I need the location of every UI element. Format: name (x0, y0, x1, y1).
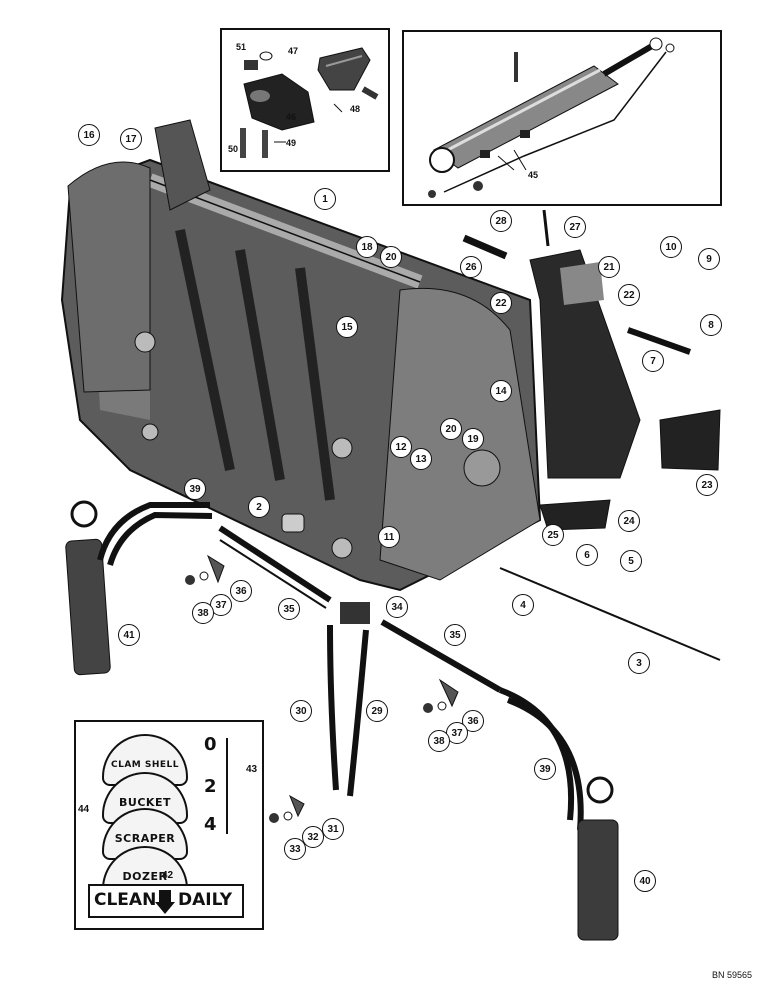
callout-5: 5 (620, 550, 642, 572)
callout-36-a: 36 (230, 580, 252, 602)
callout-21: 21 (598, 256, 620, 278)
callout-34: 34 (386, 596, 408, 618)
inset-cylinder: 45 (402, 30, 722, 206)
callout-33: 33 (284, 838, 306, 860)
callout-18: 18 (356, 236, 378, 258)
callout-40: 40 (634, 870, 656, 892)
gauge-mark-2: 2 (204, 776, 217, 797)
down-arrow-icon (155, 890, 175, 914)
callout-41: 41 (118, 624, 140, 646)
callout-22-a: 22 (490, 292, 512, 314)
callout-10: 10 (660, 236, 682, 258)
callout-36-b: 36 (462, 710, 484, 732)
callout-28: 28 (490, 210, 512, 232)
callout-25: 25 (542, 524, 564, 546)
callout-14: 14 (490, 380, 512, 402)
callout-7: 7 (642, 350, 664, 372)
callout-8: 8 (700, 314, 722, 336)
callout-35-a: 35 (278, 598, 300, 620)
callout-17: 17 (120, 128, 142, 150)
callout-29: 29 (366, 700, 388, 722)
callout-23: 23 (696, 474, 718, 496)
callout-47: 47 (288, 46, 299, 56)
callout-16: 16 (78, 124, 100, 146)
callout-43: 43 (246, 764, 258, 775)
callout-46: 46 (286, 112, 297, 122)
callout-26: 26 (460, 256, 482, 278)
callout-11: 11 (378, 526, 400, 548)
callout-45: 45 (528, 170, 539, 180)
gauge-scale-line (226, 738, 228, 834)
callout-42: 42 (162, 870, 174, 881)
callout-35-b: 35 (444, 624, 466, 646)
document-id: BN 59565 (712, 970, 753, 980)
callout-32: 32 (302, 826, 324, 848)
callout-13: 13 (410, 448, 432, 470)
inset-bucket-tooth: 51 47 46 48 50 49 (220, 28, 390, 172)
tooth-drawing (240, 47, 379, 158)
callout-19: 19 (462, 428, 484, 450)
callout-30: 30 (290, 700, 312, 722)
callout-1: 1 (314, 188, 336, 210)
callout-6: 6 (576, 544, 598, 566)
callout-49: 49 (286, 138, 297, 148)
clean-label: CLEAN (94, 890, 157, 910)
callout-15: 15 (336, 316, 358, 338)
callout-24: 24 (618, 510, 640, 532)
daily-label: DAILY (178, 890, 233, 910)
callout-4: 4 (512, 594, 534, 616)
callout-3: 3 (628, 652, 650, 674)
callout-20-b: 20 (440, 418, 462, 440)
callout-2: 2 (248, 496, 270, 518)
callout-27: 27 (564, 216, 586, 238)
callout-22-b: 22 (618, 284, 640, 306)
callout-48: 48 (350, 104, 361, 114)
gauge-mark-4: 4 (204, 814, 217, 835)
cylinder-drawing (428, 37, 675, 198)
callout-12: 12 (390, 436, 412, 458)
gauge-mark-0: 0 (204, 734, 217, 755)
callout-50: 50 (228, 144, 239, 154)
callout-31: 31 (322, 818, 344, 840)
callout-38-b: 38 (428, 730, 450, 752)
callout-39-b: 39 (534, 758, 556, 780)
callout-38-a: 38 (192, 602, 214, 624)
callout-44: 44 (78, 804, 90, 815)
callout-39-a: 39 (184, 478, 206, 500)
callout-20-a: 20 (380, 246, 402, 268)
callout-51: 51 (236, 42, 247, 52)
callout-9: 9 (698, 248, 720, 270)
